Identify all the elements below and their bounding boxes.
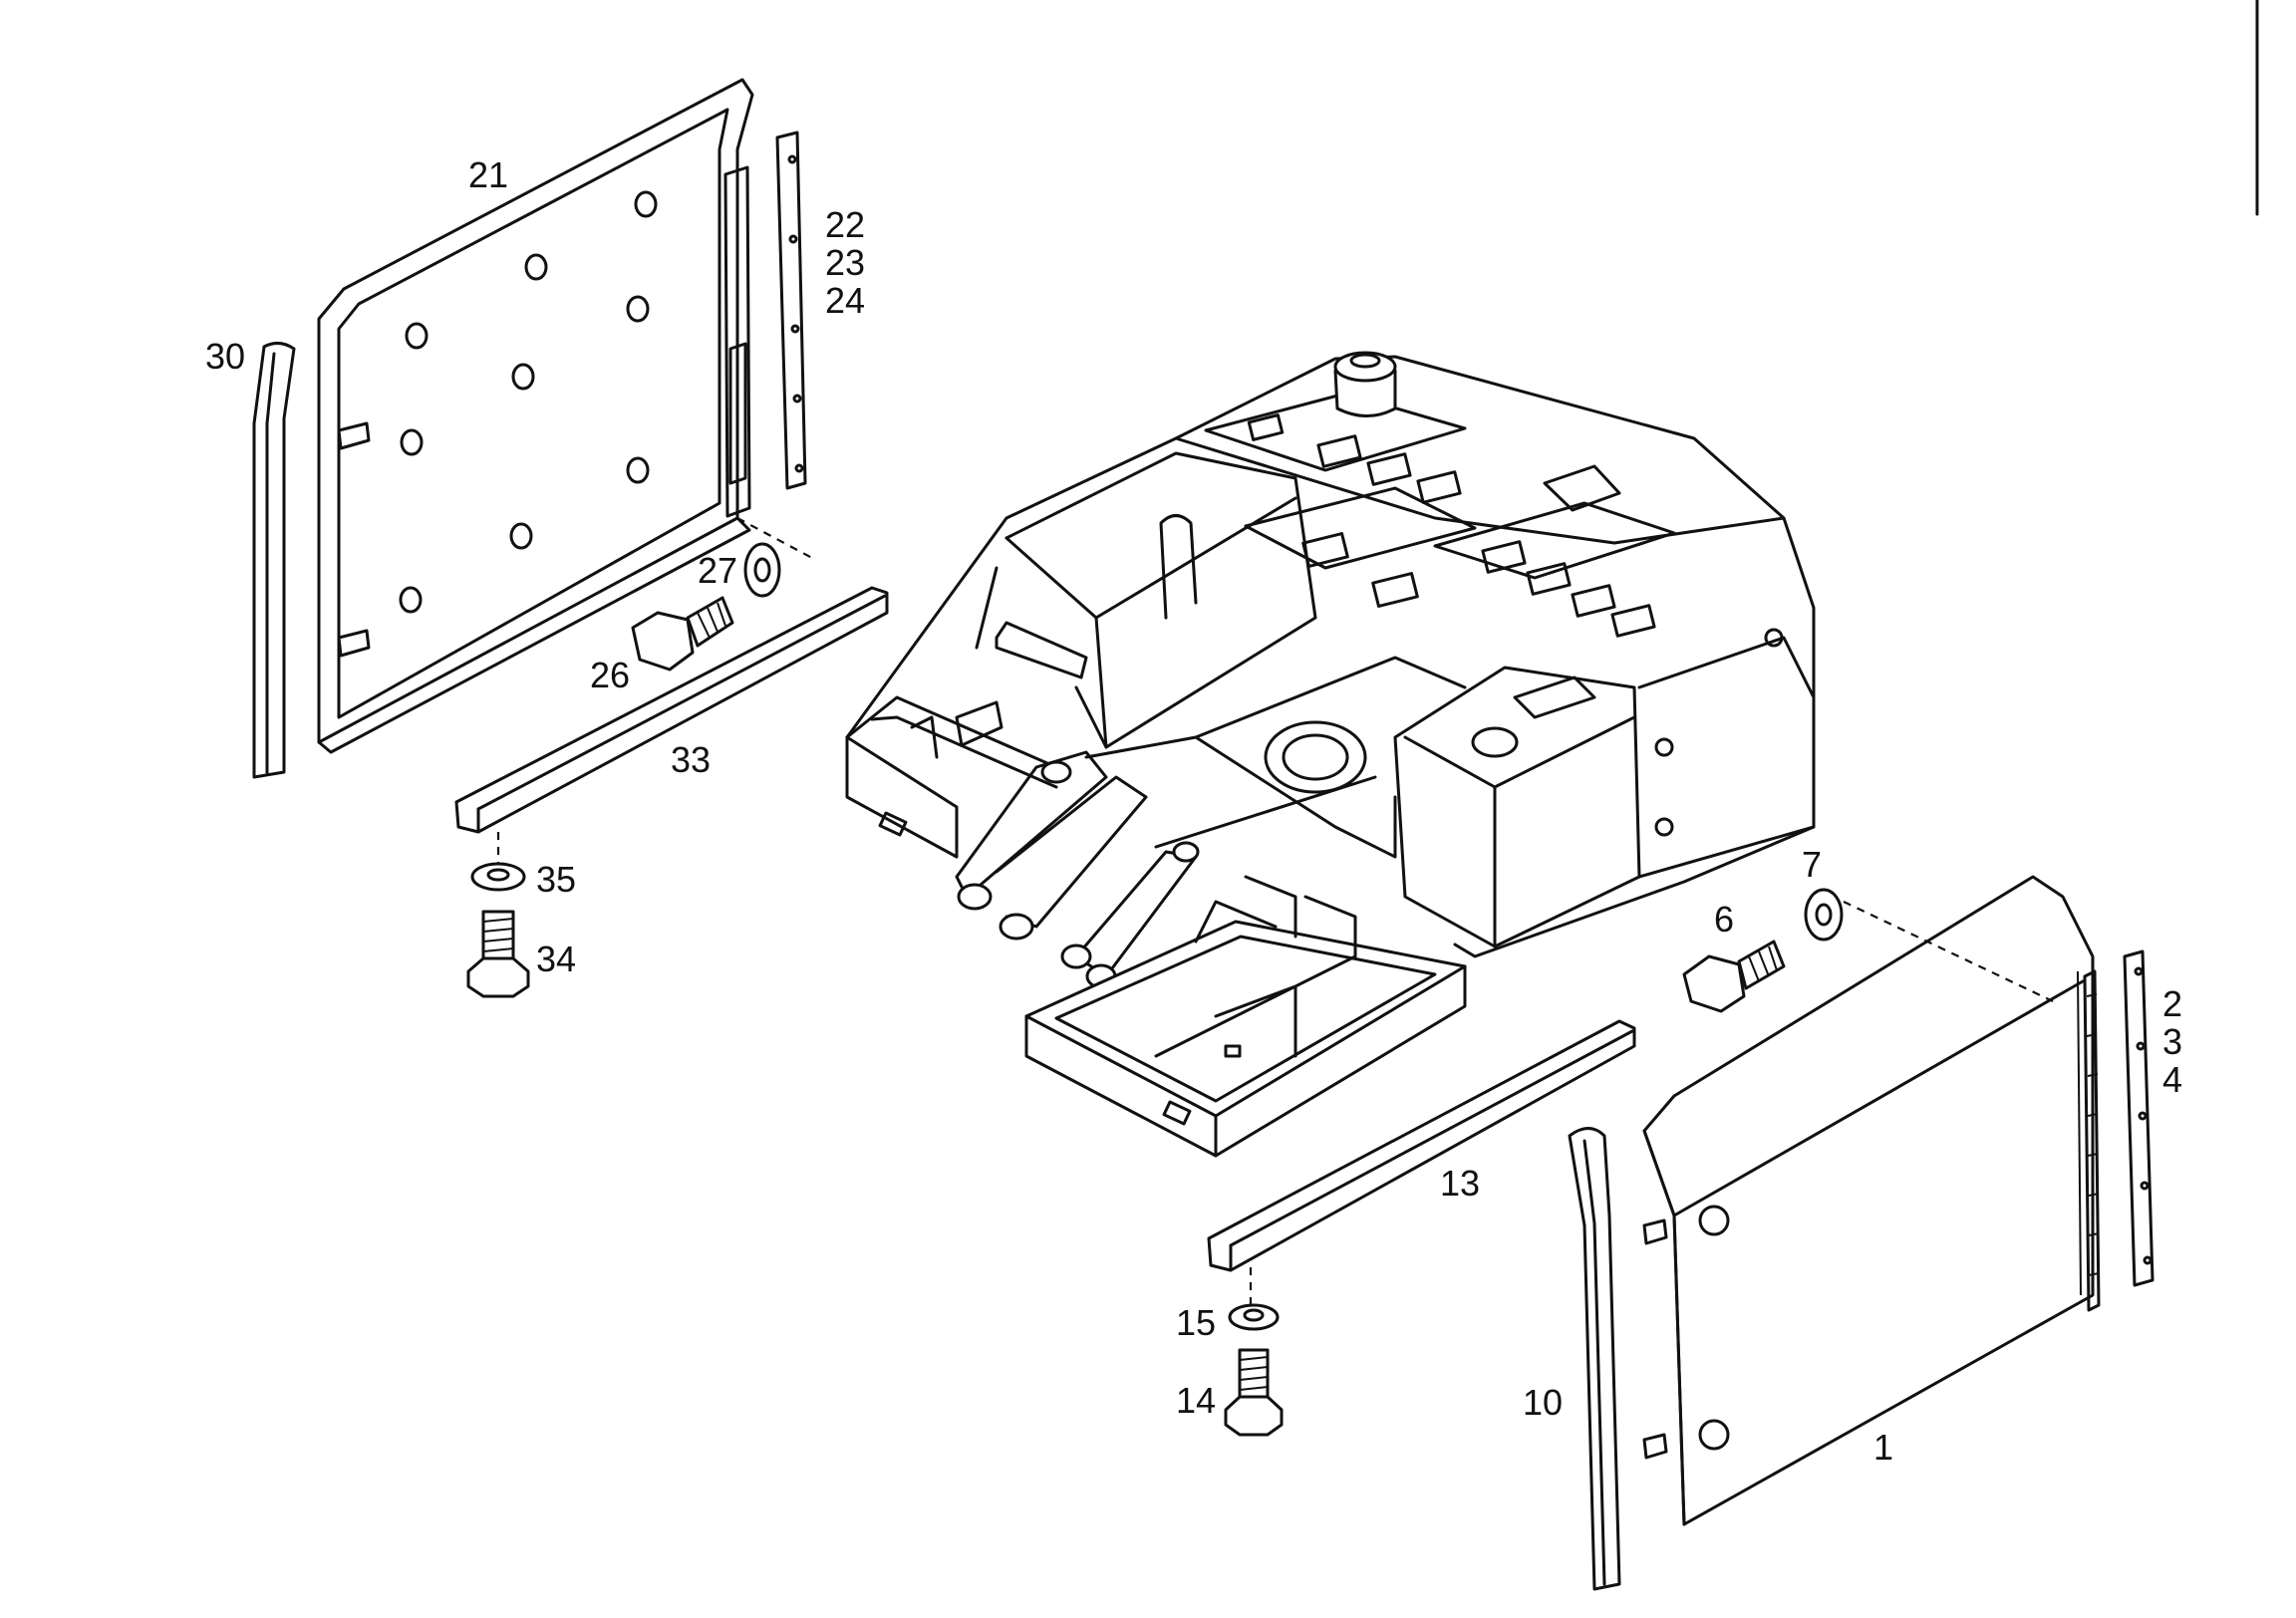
bolt-6 xyxy=(1682,940,1786,1013)
label-24: 24 xyxy=(825,280,865,321)
label-3: 3 xyxy=(2162,1021,2182,1062)
bolt-34 xyxy=(466,910,530,998)
label-15: 15 xyxy=(1176,1302,1216,1343)
washer-15 xyxy=(1228,1303,1280,1331)
label-7: 7 xyxy=(1802,844,1822,885)
hinge-bar-right xyxy=(2123,949,2154,1287)
label-13: 13 xyxy=(1440,1163,1480,1204)
label-4: 4 xyxy=(2162,1059,2182,1100)
seal-strip-10 xyxy=(1568,1127,1621,1591)
label-30: 30 xyxy=(205,336,245,377)
label-22: 22 xyxy=(825,204,865,245)
washer-7 xyxy=(1804,888,1844,942)
bolt-26 xyxy=(631,596,734,672)
washer-35 xyxy=(470,862,526,892)
label-10: 10 xyxy=(1523,1382,1563,1423)
label-21: 21 xyxy=(468,154,508,195)
seal-strip-30 xyxy=(252,342,296,779)
rail-33 xyxy=(454,586,889,834)
label-1: 1 xyxy=(1873,1427,1893,1468)
label-27: 27 xyxy=(698,550,737,591)
label-26: 26 xyxy=(590,655,630,695)
upperstructure-frame xyxy=(845,351,1816,1158)
label-23: 23 xyxy=(825,242,865,283)
label-34: 34 xyxy=(536,939,576,979)
bolt-14 xyxy=(1224,1348,1284,1437)
label-2: 2 xyxy=(2162,983,2182,1024)
rail-13 xyxy=(1207,1019,1636,1272)
part-number-labels: 21 22 23 24 30 27 26 33 35 34 7 6 2 3 4 … xyxy=(205,154,2182,1468)
label-6: 6 xyxy=(1714,899,1734,940)
label-14: 14 xyxy=(1176,1380,1216,1421)
washer-27 xyxy=(743,542,781,598)
hinge-bar-left xyxy=(775,131,807,490)
label-33: 33 xyxy=(671,739,711,780)
left-door-panel xyxy=(317,78,813,754)
label-35: 35 xyxy=(536,859,576,900)
right-door-panel xyxy=(1642,875,2101,1526)
